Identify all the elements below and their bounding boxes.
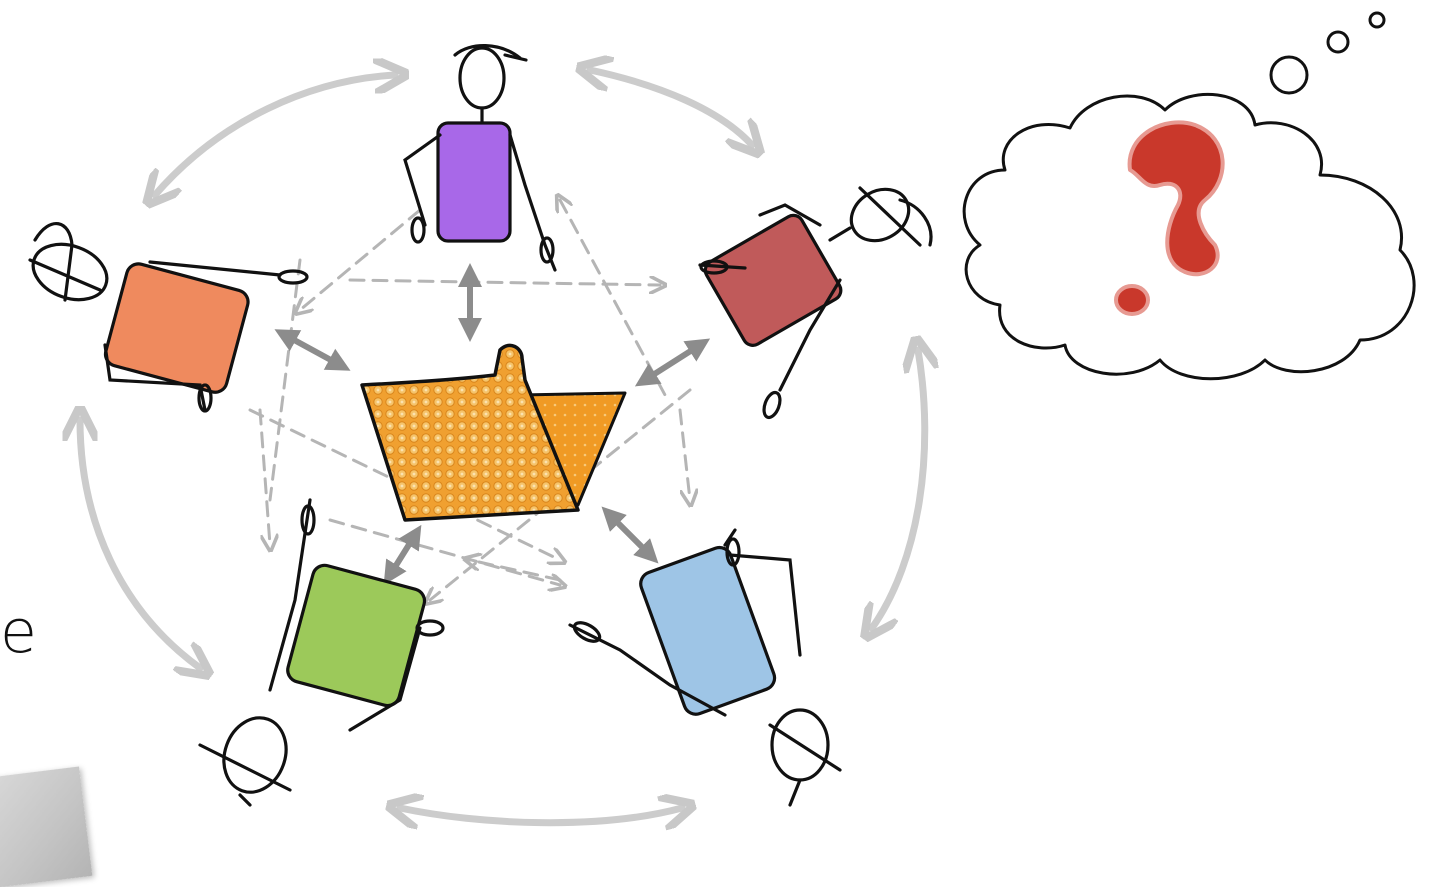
person-left-icon: [28, 221, 309, 413]
person-top-icon: [403, 44, 557, 272]
corner-card: [0, 766, 93, 887]
folder-arrows: [274, 263, 711, 586]
person-right-icon: [698, 186, 933, 420]
edge-text: e: [0, 597, 37, 667]
dashed-arrows: [248, 200, 690, 600]
outer-arrows: [80, 70, 925, 823]
shared-folder-icon: [360, 343, 627, 522]
collaboration-illustration: [28, 11, 1416, 849]
person-bottom-left-icon: [198, 498, 445, 807]
person-bottom-right-icon: [568, 528, 842, 807]
question-mark-icon: [1114, 120, 1225, 316]
